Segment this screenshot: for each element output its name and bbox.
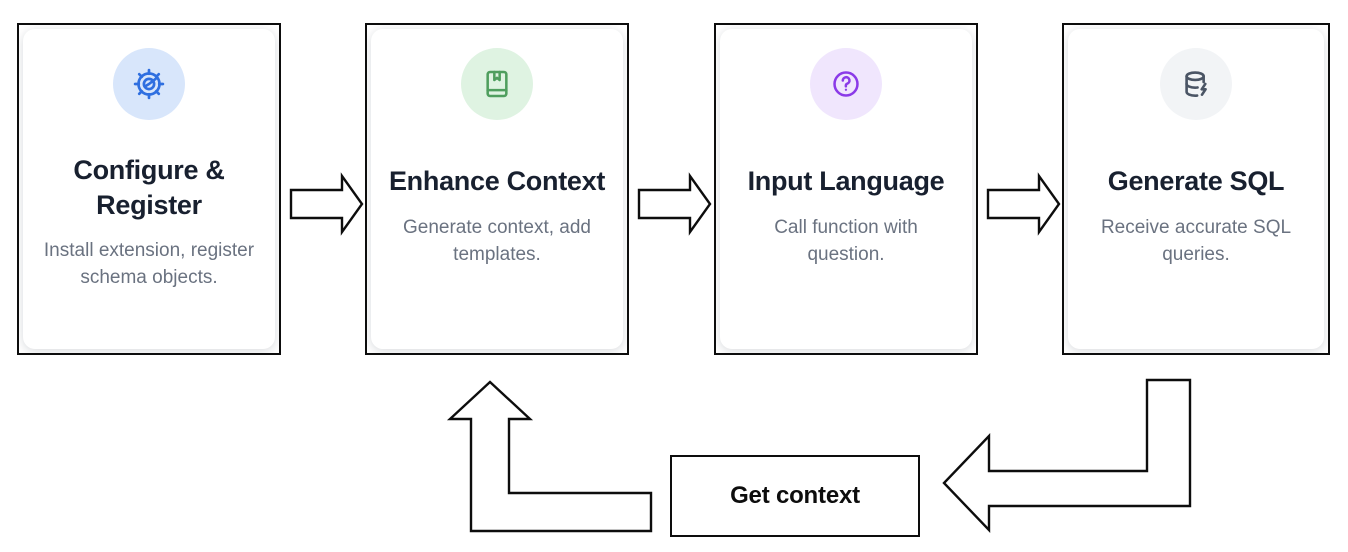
question-circle-icon	[810, 48, 882, 120]
step-card-description: Install extension, register schema objec…	[43, 240, 255, 289]
step-card-title: Input Language	[747, 166, 945, 196]
step-card-title: Configure & Register	[73, 155, 225, 220]
step-card-input-language[interactable]: Input Language Call function with questi…	[714, 23, 978, 355]
step-card-description: Call function with question.	[774, 216, 918, 265]
arrow-step4-to-getcontext-icon	[942, 378, 1192, 533]
step-card-inner: Input Language Call function with questi…	[720, 29, 972, 349]
step-card-description: Generate context, add templates.	[402, 216, 591, 265]
step-card-title: Generate SQL	[1107, 166, 1285, 196]
book-bookmark-icon	[461, 48, 533, 120]
arrow-step2-to-step3-icon	[637, 172, 712, 236]
arrow-step3-to-step4-icon	[986, 172, 1061, 236]
arrow-getcontext-to-step2-icon	[446, 380, 653, 533]
database-bolt-icon	[1160, 48, 1232, 120]
step-card-configure-register[interactable]: Configure & Register Install extension, …	[17, 23, 281, 355]
gear-icon	[113, 48, 185, 120]
step-card-inner: Configure & Register Install extension, …	[23, 29, 275, 349]
step-card-generate-sql[interactable]: Generate SQL Receive accurate SQL querie…	[1062, 23, 1330, 355]
get-context-box[interactable]: Get context	[670, 455, 920, 537]
step-card-description: Receive accurate SQL queries.	[1100, 216, 1292, 265]
step-card-inner: Enhance Context Generate context, add te…	[371, 29, 623, 349]
step-card-enhance-context[interactable]: Enhance Context Generate context, add te…	[365, 23, 629, 355]
step-card-title: Enhance Context	[388, 166, 606, 196]
step-card-inner: Generate SQL Receive accurate SQL querie…	[1068, 29, 1324, 349]
arrow-step1-to-step2-icon	[289, 172, 364, 236]
get-context-label: Get context	[730, 482, 860, 509]
